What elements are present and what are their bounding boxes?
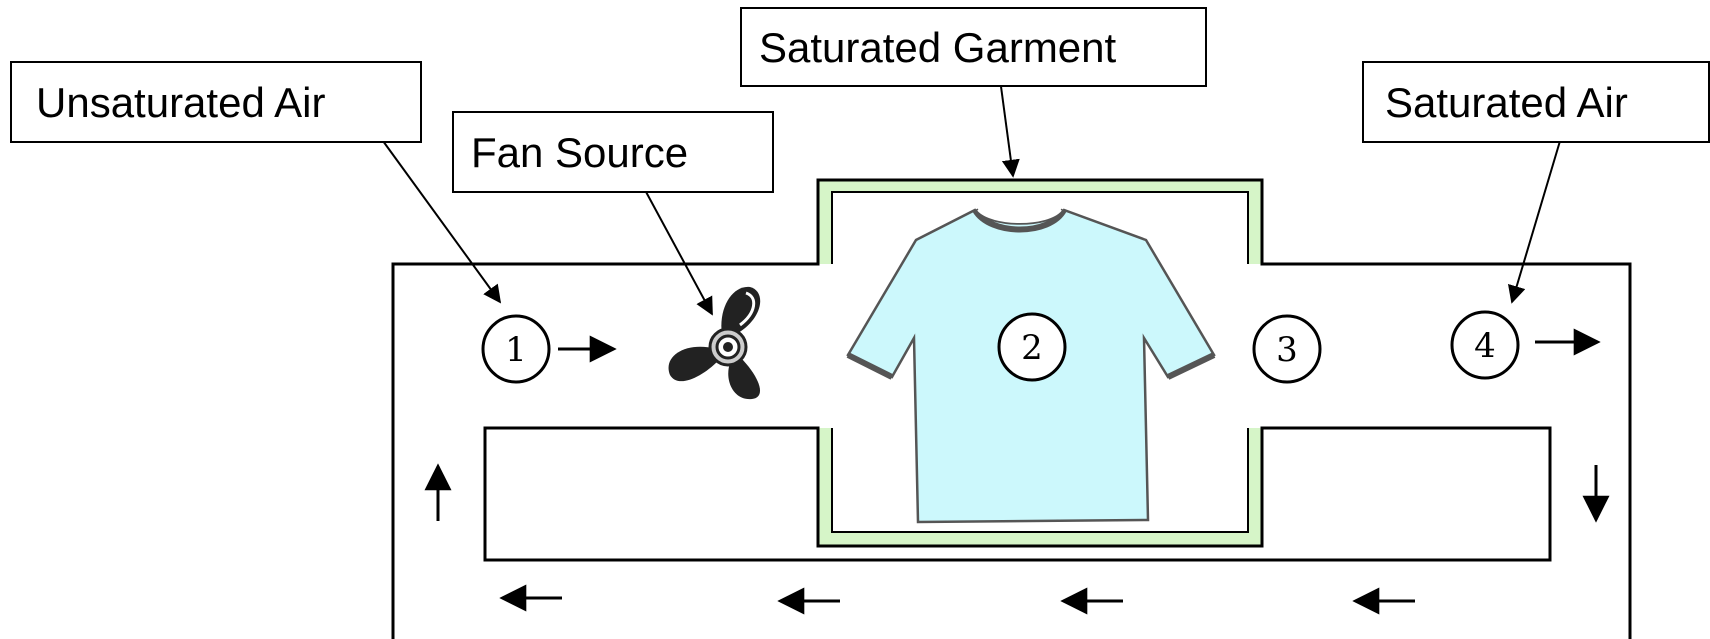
lining-right-upper xyxy=(1248,180,1262,264)
station-2: 2 xyxy=(997,312,1067,382)
chamber-lining xyxy=(818,180,1262,546)
chamber-inner-bottom xyxy=(831,428,1249,533)
fan-blade-right xyxy=(728,357,761,400)
lining-top xyxy=(818,180,1262,192)
callout-saturated-air: Saturated Air xyxy=(1362,61,1710,143)
flow-arrows xyxy=(424,328,1610,615)
fan-hub-center xyxy=(723,342,733,352)
station-2-number: 2 xyxy=(1021,328,1043,368)
callout-box xyxy=(740,7,1207,87)
tshirt-left-cuff xyxy=(846,352,894,380)
duct-outer-wall xyxy=(391,178,1632,639)
callout-box xyxy=(452,111,774,193)
duct-inner-wall xyxy=(483,426,1552,562)
pointer-unsaturated-air xyxy=(382,140,502,304)
chamber-inner-top xyxy=(831,191,1249,264)
callout-label-saturated-garment: Saturated Garment xyxy=(759,24,1117,71)
callout-box xyxy=(1362,61,1710,143)
callout-fan-source: Fan Source xyxy=(452,111,774,193)
callout-saturated-garment: Saturated Garment xyxy=(740,7,1207,87)
pointer-saturated-garment xyxy=(999,78,1020,178)
callout-box xyxy=(10,61,422,143)
station-1-number: 1 xyxy=(505,330,527,370)
tshirt-collar xyxy=(972,208,1067,233)
callout-pointers xyxy=(382,78,1561,316)
station-1: 1 xyxy=(481,314,551,384)
station-2-circle xyxy=(997,312,1067,382)
station-3: 3 xyxy=(1252,314,1322,384)
lining-left-lower xyxy=(818,428,832,546)
station-1-circle xyxy=(481,314,551,384)
station-3-circle xyxy=(1252,314,1322,384)
callout-label-fan-source: Fan Source xyxy=(471,129,688,176)
tshirt-right-cuff xyxy=(1166,352,1216,380)
lining-bottom xyxy=(818,532,1262,546)
pointer-fan-source xyxy=(644,189,713,316)
tshirt-collar-inner xyxy=(977,209,1062,223)
lining-right-lower xyxy=(1248,428,1262,546)
callout-label-unsaturated-air: Unsaturated Air xyxy=(36,79,326,126)
fan-blade-top xyxy=(721,286,761,335)
callout-label-saturated-air: Saturated Air xyxy=(1385,79,1628,126)
station-4-number: 4 xyxy=(1474,326,1496,366)
fan-icon xyxy=(668,286,761,400)
station-4: 4 xyxy=(1450,310,1520,380)
station-4-circle xyxy=(1450,310,1520,380)
fan-blade-left xyxy=(668,346,718,382)
station-3-number: 3 xyxy=(1276,330,1298,370)
pointer-saturated-air xyxy=(1508,140,1561,304)
lining-left-upper xyxy=(818,180,832,264)
fan-blade-highlight xyxy=(739,291,756,327)
callout-unsaturated-air: Unsaturated Air xyxy=(10,61,422,143)
